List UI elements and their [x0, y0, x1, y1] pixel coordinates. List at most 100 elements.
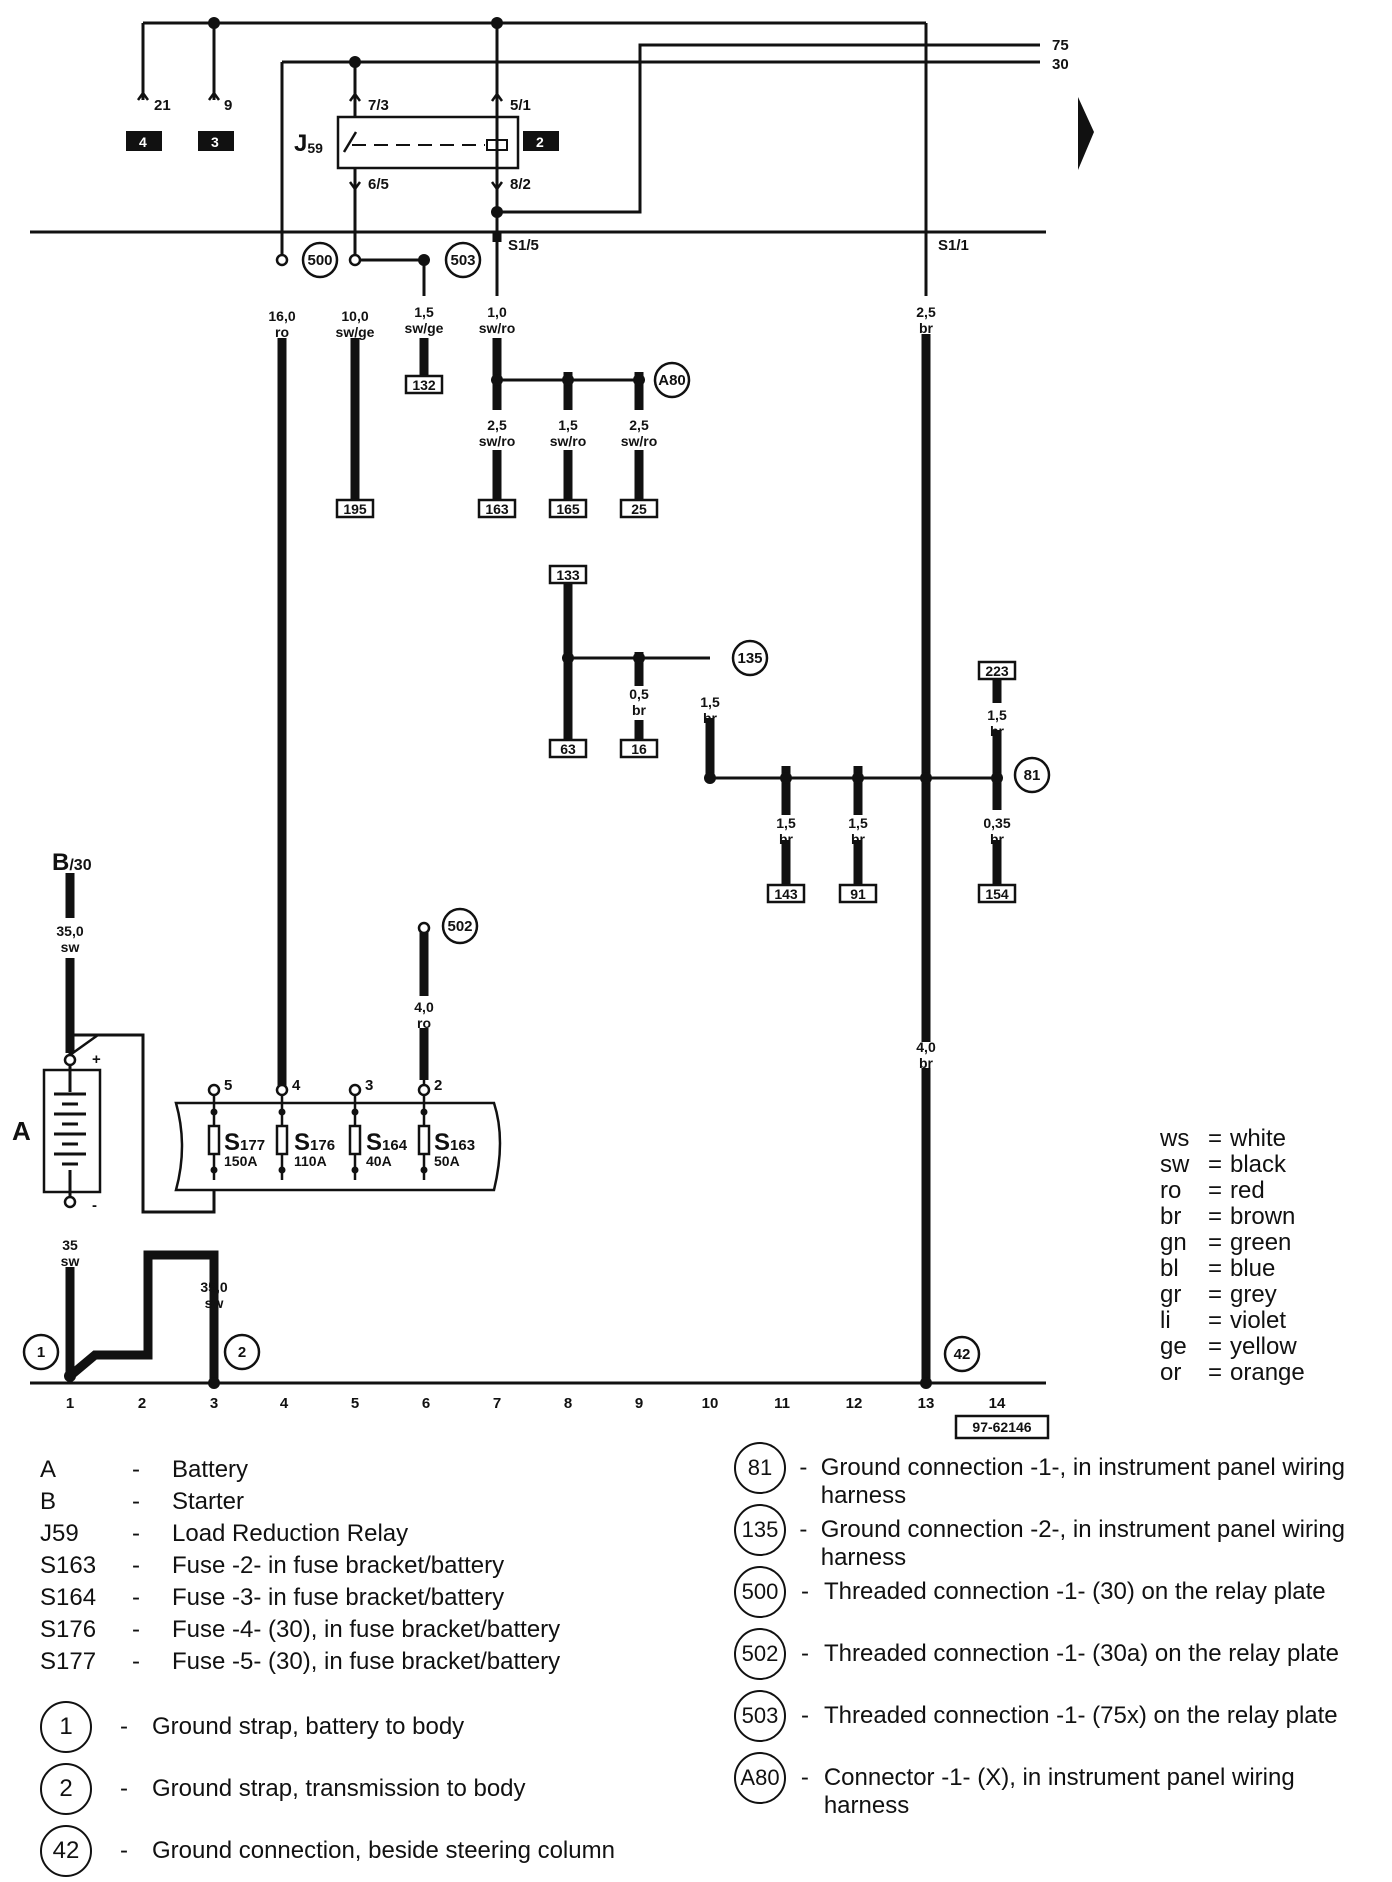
key-dash: - [801, 1702, 809, 1729]
column-number: 5 [351, 1395, 359, 1412]
fuse-s164-name: S164 [366, 1129, 408, 1156]
equals-sign: = [1208, 1229, 1223, 1256]
wire-label-size: 2,5 [487, 417, 507, 433]
key-row: S176-Fuse -4- (30), in fuse bracket/batt… [40, 1614, 720, 1646]
key-circle: 2 [40, 1763, 92, 1815]
key-desc: Ground strap, transmission to body [152, 1775, 526, 1802]
ref-165: 165 [556, 501, 580, 517]
battery-label: A [12, 1116, 31, 1146]
wire-label-size: 1,5 [776, 815, 796, 831]
key-circle: A80 [734, 1752, 786, 1804]
connector-pin-9: 9 [224, 97, 232, 114]
marker-label: 1 [37, 1344, 45, 1361]
key-desc: Starter [172, 1488, 245, 1515]
wire-label-size: 2,5 [916, 304, 936, 320]
color-code: li [1160, 1307, 1171, 1334]
key-desc: Ground connection -1-, in instrument pan… [820, 1454, 1346, 1509]
wire-label-color: br [919, 1055, 934, 1071]
equals-sign: = [1208, 1203, 1223, 1230]
color-name: yellow [1230, 1333, 1297, 1360]
column-number: 2 [138, 1395, 146, 1412]
key-dash: - [120, 1775, 128, 1802]
fuse-connectors-top [141, 23, 928, 250]
connection-marker [1013, 756, 1051, 794]
key-code: S164 [40, 1584, 97, 1611]
wire-label-size: 4,0 [916, 1039, 936, 1055]
column-number: 14 [989, 1395, 1006, 1412]
key-row: 502-Threaded connection -1- (30a) on the… [734, 1628, 1384, 1690]
marker-label: 81 [1024, 767, 1041, 784]
connection-marker [441, 907, 479, 945]
key-desc: Fuse -5- (30), in fuse bracket/battery [172, 1648, 561, 1675]
column-number: 1 [66, 1395, 74, 1412]
wire-label-color: ro [275, 324, 289, 340]
color-code: ge [1160, 1333, 1187, 1360]
key-dash: - [799, 1454, 808, 1481]
key-row: S177-Fuse -5- (30), in fuse bracket/batt… [40, 1646, 720, 1678]
doc-number-box [954, 1414, 1050, 1440]
fuse-box-2-label: 2 [536, 134, 544, 150]
column-number: 9 [635, 1395, 643, 1412]
ref-91: 91 [850, 886, 866, 902]
wire-color-legend: ws=white sw=black ro=red br=brown gn=gre… [1160, 1126, 1390, 1386]
key-row: S164-Fuse -3- in fuse bracket/battery [40, 1582, 720, 1614]
column-number: 6 [422, 1395, 430, 1412]
key-dash: - [132, 1520, 140, 1547]
fuse-s163-amp: 50A [434, 1153, 460, 1169]
wire-label-color: br [851, 831, 866, 847]
key-dash: - [801, 1640, 809, 1667]
wire-label-size: 1,5 [558, 417, 578, 433]
color-name: white [1230, 1125, 1287, 1152]
wire-label-size: 16,0 [268, 308, 295, 324]
color-name: blue [1230, 1255, 1276, 1282]
marker-label: 2 [238, 1344, 246, 1361]
key-circle: 42 [40, 1825, 92, 1877]
key-code: S163 [40, 1552, 97, 1579]
wire-label-color: br [632, 702, 647, 718]
wire-label-size: 35,0 [200, 1279, 227, 1295]
wire-label-size: 2,5 [629, 417, 649, 433]
wire-label-size: 35 [62, 1237, 78, 1253]
color-legend-row: gn=green [1160, 1230, 1390, 1256]
ground-strap-1-path [67, 1250, 219, 1380]
key-circle: 503 [734, 1690, 786, 1742]
key-row: S163-Fuse -2- in fuse bracket/battery [40, 1550, 720, 1582]
color-name: grey [1230, 1281, 1277, 1308]
wire-label-size: 0,35 [983, 815, 1010, 831]
column-number: 8 [564, 1395, 572, 1412]
key-dash: - [132, 1584, 140, 1611]
wire-label-size: 1,5 [987, 707, 1007, 723]
equals-sign: = [1208, 1177, 1223, 1204]
color-code: sw [1160, 1151, 1190, 1178]
color-code: bl [1160, 1255, 1179, 1282]
fuse-box-3-label: 3 [211, 134, 219, 150]
color-legend-row: ws=white [1160, 1126, 1390, 1152]
wire-label-color: sw/ro [479, 320, 516, 336]
marker-label: 42 [954, 1346, 971, 1363]
connection-marker [301, 241, 339, 279]
junction-dots-top [208, 17, 503, 218]
equals-sign: = [1208, 1359, 1223, 1386]
wire-label-color: sw/ro [550, 433, 587, 449]
column-number: 12 [846, 1395, 863, 1412]
column-number: 7 [493, 1395, 501, 1412]
connection-marker [223, 1333, 261, 1371]
key-code: A [40, 1456, 57, 1483]
ref-132: 132 [412, 377, 436, 393]
color-code: br [1160, 1203, 1182, 1230]
color-legend-row: ge=yellow [1160, 1334, 1390, 1360]
bus-pin-s1-1: S1/1 [938, 237, 969, 254]
wire-label-size: 1,0 [487, 304, 507, 320]
key-dash: - [800, 1764, 809, 1791]
ref-133: 133 [556, 567, 580, 583]
marker-label: A80 [658, 372, 686, 389]
key-row: 500-Threaded connection -1- (30) on the … [734, 1566, 1384, 1628]
key-dash: - [801, 1578, 809, 1605]
color-legend-row: ro=red [1160, 1178, 1390, 1204]
fuse-box-4-label: 4 [139, 134, 147, 150]
key-desc: Threaded connection -1- (75x) on the rel… [824, 1702, 1338, 1729]
key-dash: - [132, 1488, 140, 1515]
wiring-diagram: 75 30 21 9 4 3 2 J59 7/3 5/1 6/5 8/2 [12, 17, 1094, 1440]
fuse-pin-5: 5 [224, 1077, 232, 1094]
fuse-s177-amp: 150A [224, 1153, 257, 1169]
